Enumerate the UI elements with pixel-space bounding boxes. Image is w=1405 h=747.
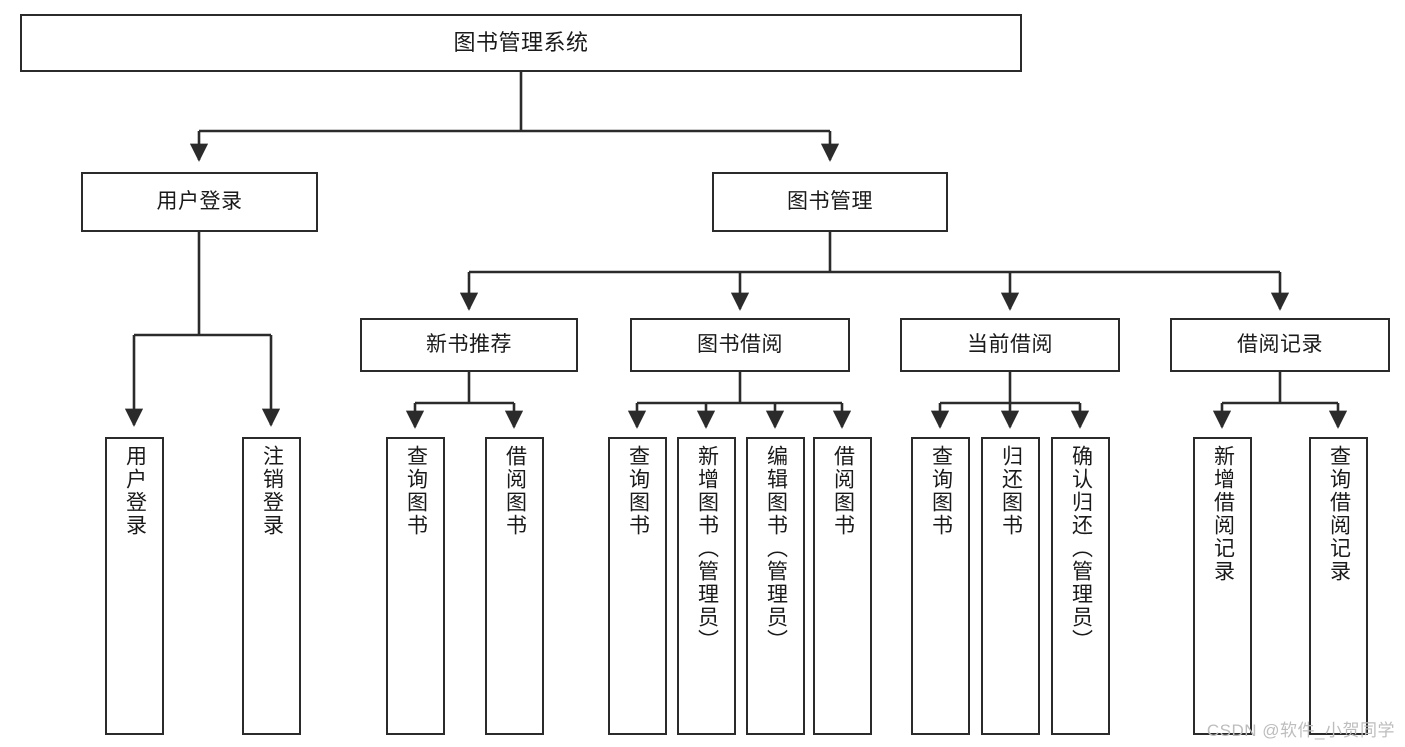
node-label: 注销登录 [260, 445, 284, 537]
leaf-edit-book[interactable]: 编辑图书（管理员） [746, 437, 805, 735]
leaf-add-borrowing-record[interactable]: 新增借阅记录 [1193, 437, 1252, 735]
leaf-user-login[interactable]: 用户登录 [105, 437, 164, 735]
node-label: 新增借阅记录 [1211, 445, 1235, 583]
leaf-return-book[interactable]: 归还图书 [981, 437, 1040, 735]
node-label: 新增图书（管理员） [695, 445, 719, 652]
node-user-login[interactable]: 用户登录 [81, 172, 318, 232]
leaf-add-book[interactable]: 新增图书（管理员） [677, 437, 736, 735]
leaf-query-book-2[interactable]: 查询图书 [608, 437, 667, 735]
node-label: 借阅记录 [1237, 332, 1323, 356]
node-root-book-management-system[interactable]: 图书管理系统 [20, 14, 1022, 72]
node-book-management[interactable]: 图书管理 [712, 172, 948, 232]
leaf-borrow-book-2[interactable]: 借阅图书 [813, 437, 872, 735]
leaf-logout[interactable]: 注销登录 [242, 437, 301, 735]
leaf-confirm-return[interactable]: 确认归还（管理员） [1051, 437, 1110, 735]
leaf-query-book-1[interactable]: 查询图书 [386, 437, 445, 735]
node-new-book-recommendation[interactable]: 新书推荐 [360, 318, 578, 372]
node-label: 查询图书 [929, 445, 953, 537]
node-label: 查询图书 [404, 445, 428, 537]
node-label: 查询借阅记录 [1327, 445, 1351, 583]
node-label: 借阅图书 [831, 445, 855, 537]
node-label: 当前借阅 [967, 332, 1053, 356]
node-label: 图书管理 [787, 189, 873, 213]
node-book-borrowing[interactable]: 图书借阅 [630, 318, 850, 372]
node-label: 借阅图书 [503, 445, 527, 537]
csdn-watermark: CSDN @软件_小贺同学 [1206, 721, 1395, 740]
leaf-query-book-3[interactable]: 查询图书 [911, 437, 970, 735]
node-borrowing-records[interactable]: 借阅记录 [1170, 318, 1390, 372]
node-label: 新书推荐 [426, 332, 512, 356]
node-label: 查询图书 [626, 445, 650, 537]
leaf-query-borrowing-record[interactable]: 查询借阅记录 [1309, 437, 1368, 735]
node-label: 编辑图书（管理员） [764, 445, 788, 652]
node-label: 用户登录 [123, 445, 147, 537]
node-label: 图书管理系统 [453, 30, 589, 56]
leaf-borrow-book-1[interactable]: 借阅图书 [485, 437, 544, 735]
node-current-borrowing[interactable]: 当前借阅 [900, 318, 1120, 372]
node-label: 图书借阅 [697, 332, 783, 356]
node-label: 用户登录 [156, 189, 243, 213]
node-label: 确认归还（管理员） [1069, 445, 1093, 652]
node-label: 归还图书 [999, 445, 1023, 537]
